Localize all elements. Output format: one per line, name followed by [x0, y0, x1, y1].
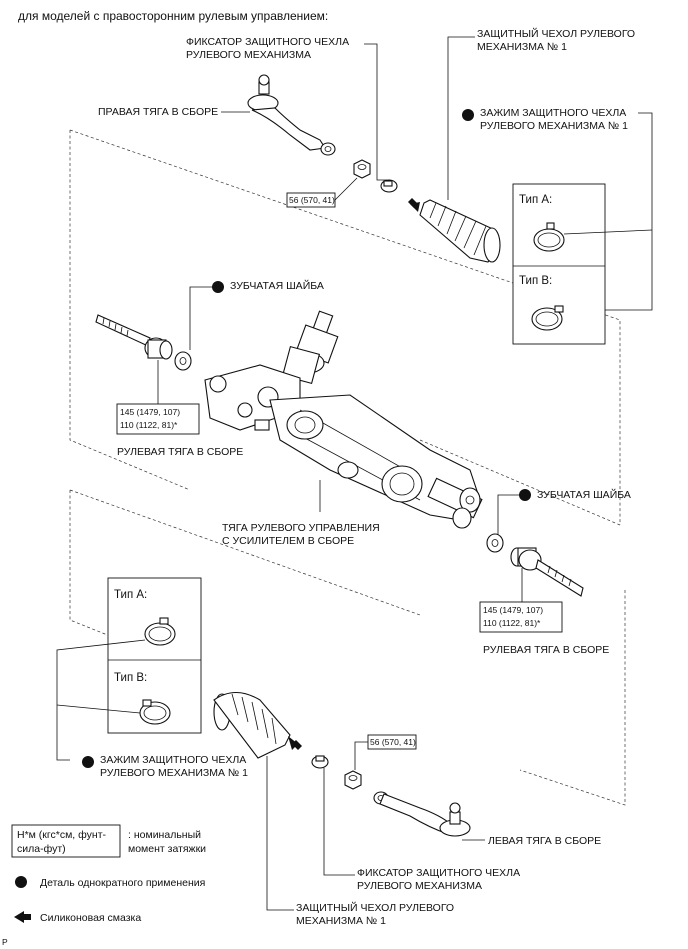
label-tie-end-right: ПРАВАЯ ТЯГА В СБОРЕ: [98, 106, 218, 118]
boot-clip-bottom: [311, 755, 329, 769]
legend-torque-box: [11, 824, 121, 858]
dashed-outline-bottom: [69, 489, 626, 806]
non-reusable-icon-clamp-top: [462, 109, 474, 121]
clamp-type-a-bottom: [144, 622, 176, 646]
label-washer-top: ЗУБЧАТАЯ ШАЙБА: [230, 279, 324, 292]
torque-rack-end-top-1: 145 (1479, 107): [120, 407, 180, 417]
tie-rod-end-right: [247, 74, 336, 156]
legend-torque-box-1: Н*м (кгс*см, фунт-: [17, 829, 107, 841]
steering-boot-top: [419, 199, 501, 263]
legend-non-reusable: Деталь однократного применения: [40, 877, 205, 889]
legend-torque-box-2: сила-фут): [17, 843, 66, 855]
legend-non-reusable-icon: [15, 876, 27, 888]
label-rack-end-top: РУЛЕВАЯ ТЯГА В СБОРЕ: [117, 446, 243, 458]
legend-torque-desc-1: : номинальный: [128, 829, 201, 841]
label-tie-end-left: ЛЕВАЯ ТЯГА В СБОРЕ: [488, 835, 601, 847]
torque-box-rack-end-bottom: [479, 601, 563, 633]
rack-end-top: [95, 314, 173, 360]
steering-boot-bottom: [213, 691, 291, 759]
label-boot-clip-bottom-1: ФИКСАТОР ЗАЩИТНОГО ЧЕХЛА: [357, 867, 520, 879]
type-b-label-bottom: Тип B:: [114, 672, 147, 684]
label-boot-bottom-2: МЕХАНИЗМА № 1: [296, 915, 386, 927]
label-boot-clip-top-1: ФИКСАТОР ЗАЩИТНОГО ЧЕХЛА: [186, 36, 349, 48]
claw-washer-bottom: [486, 533, 504, 553]
label-washer-bottom: ЗУБЧАТАЯ ШАЙБА: [537, 488, 631, 501]
grease-arrow-top-icon: [408, 198, 420, 212]
type-a-label-bottom: Тип A:: [114, 589, 147, 601]
label-rack-end-bottom: РУЛЕВАЯ ТЯГА В СБОРЕ: [483, 644, 609, 656]
torque-rack-end-bottom-2: 110 (1122, 81)*: [483, 618, 541, 628]
type-b-label-top: Тип B:: [519, 275, 552, 287]
footer-code: P: [2, 937, 8, 947]
non-reusable-icon-washer-top: [212, 281, 224, 293]
steering-gear-assembly: [204, 310, 483, 529]
label-boot-top-2: МЕХАНИЗМА № 1: [477, 41, 567, 53]
torque-rack-end-bottom-1: 145 (1479, 107): [483, 605, 543, 615]
non-reusable-icon-washer-bottom: [519, 489, 531, 501]
label-clamp-top-1: ЗАЖИМ ЗАЩИТНОГО ЧЕХЛА: [480, 107, 626, 119]
non-reusable-icon-clamp-bottom: [82, 756, 94, 768]
legend-torque-desc-2: момент затяжки: [128, 843, 206, 855]
legend: Н*м (кгс*см, фунт- сила-фут) : номинальн…: [11, 824, 206, 924]
torque-nut-top: 56 (570, 41): [289, 195, 335, 205]
nut-top: [353, 159, 371, 179]
label-boot-bottom-1: ЗАЩИТНЫЙ ЧЕХОЛ РУЛЕВОГО: [296, 901, 454, 914]
claw-washer-top: [174, 351, 192, 371]
nut-bottom: [344, 770, 362, 790]
header-text: для моделей с правосторонним рулевым упр…: [18, 9, 328, 23]
label-gear-assy-1: ТЯГА РУЛЕВОГО УПРАВЛЕНИЯ: [222, 522, 380, 534]
dashed-outline-top: [69, 129, 621, 526]
label-boot-clip-top-2: РУЛЕВОГО МЕХАНИЗМА: [186, 49, 311, 61]
type-box-top: Тип A: Тип B:: [512, 183, 653, 345]
legend-grease-arrow-icon: [14, 911, 31, 923]
clamp-type-a-top: [533, 228, 565, 252]
torque-box-rack-end-top: [116, 403, 200, 435]
label-boot-top-1: ЗАЩИТНЫЙ ЧЕХОЛ РУЛЕВОГО: [477, 27, 635, 40]
label-clamp-top-2: РУЛЕВОГО МЕХАНИЗМА № 1: [480, 120, 628, 132]
boot-clip-top: [380, 179, 398, 193]
type-a-label-top: Тип A:: [519, 194, 552, 206]
label-clamp-bottom-1: ЗАЖИМ ЗАЩИТНОГО ЧЕХЛА: [100, 754, 246, 766]
grease-arrow-bottom-icon: [288, 736, 302, 750]
type-box-bottom: Тип A: Тип B:: [107, 577, 202, 734]
label-boot-clip-bottom-2: РУЛЕВОГО МЕХАНИЗМА: [357, 880, 482, 892]
torque-nut-bottom: 56 (570, 41): [370, 737, 416, 747]
legend-grease: Силиконовая смазка: [40, 912, 141, 924]
tie-rod-end-left: [373, 791, 471, 837]
label-clamp-bottom-2: РУЛЕВОГО МЕХАНИЗМА № 1: [100, 767, 248, 779]
label-gear-assy-2: С УСИЛИТЕЛЕМ В СБОРЕ: [222, 535, 354, 547]
rack-end-bottom: [510, 547, 584, 597]
torque-rack-end-top-2: 110 (1122, 81)*: [120, 420, 178, 430]
